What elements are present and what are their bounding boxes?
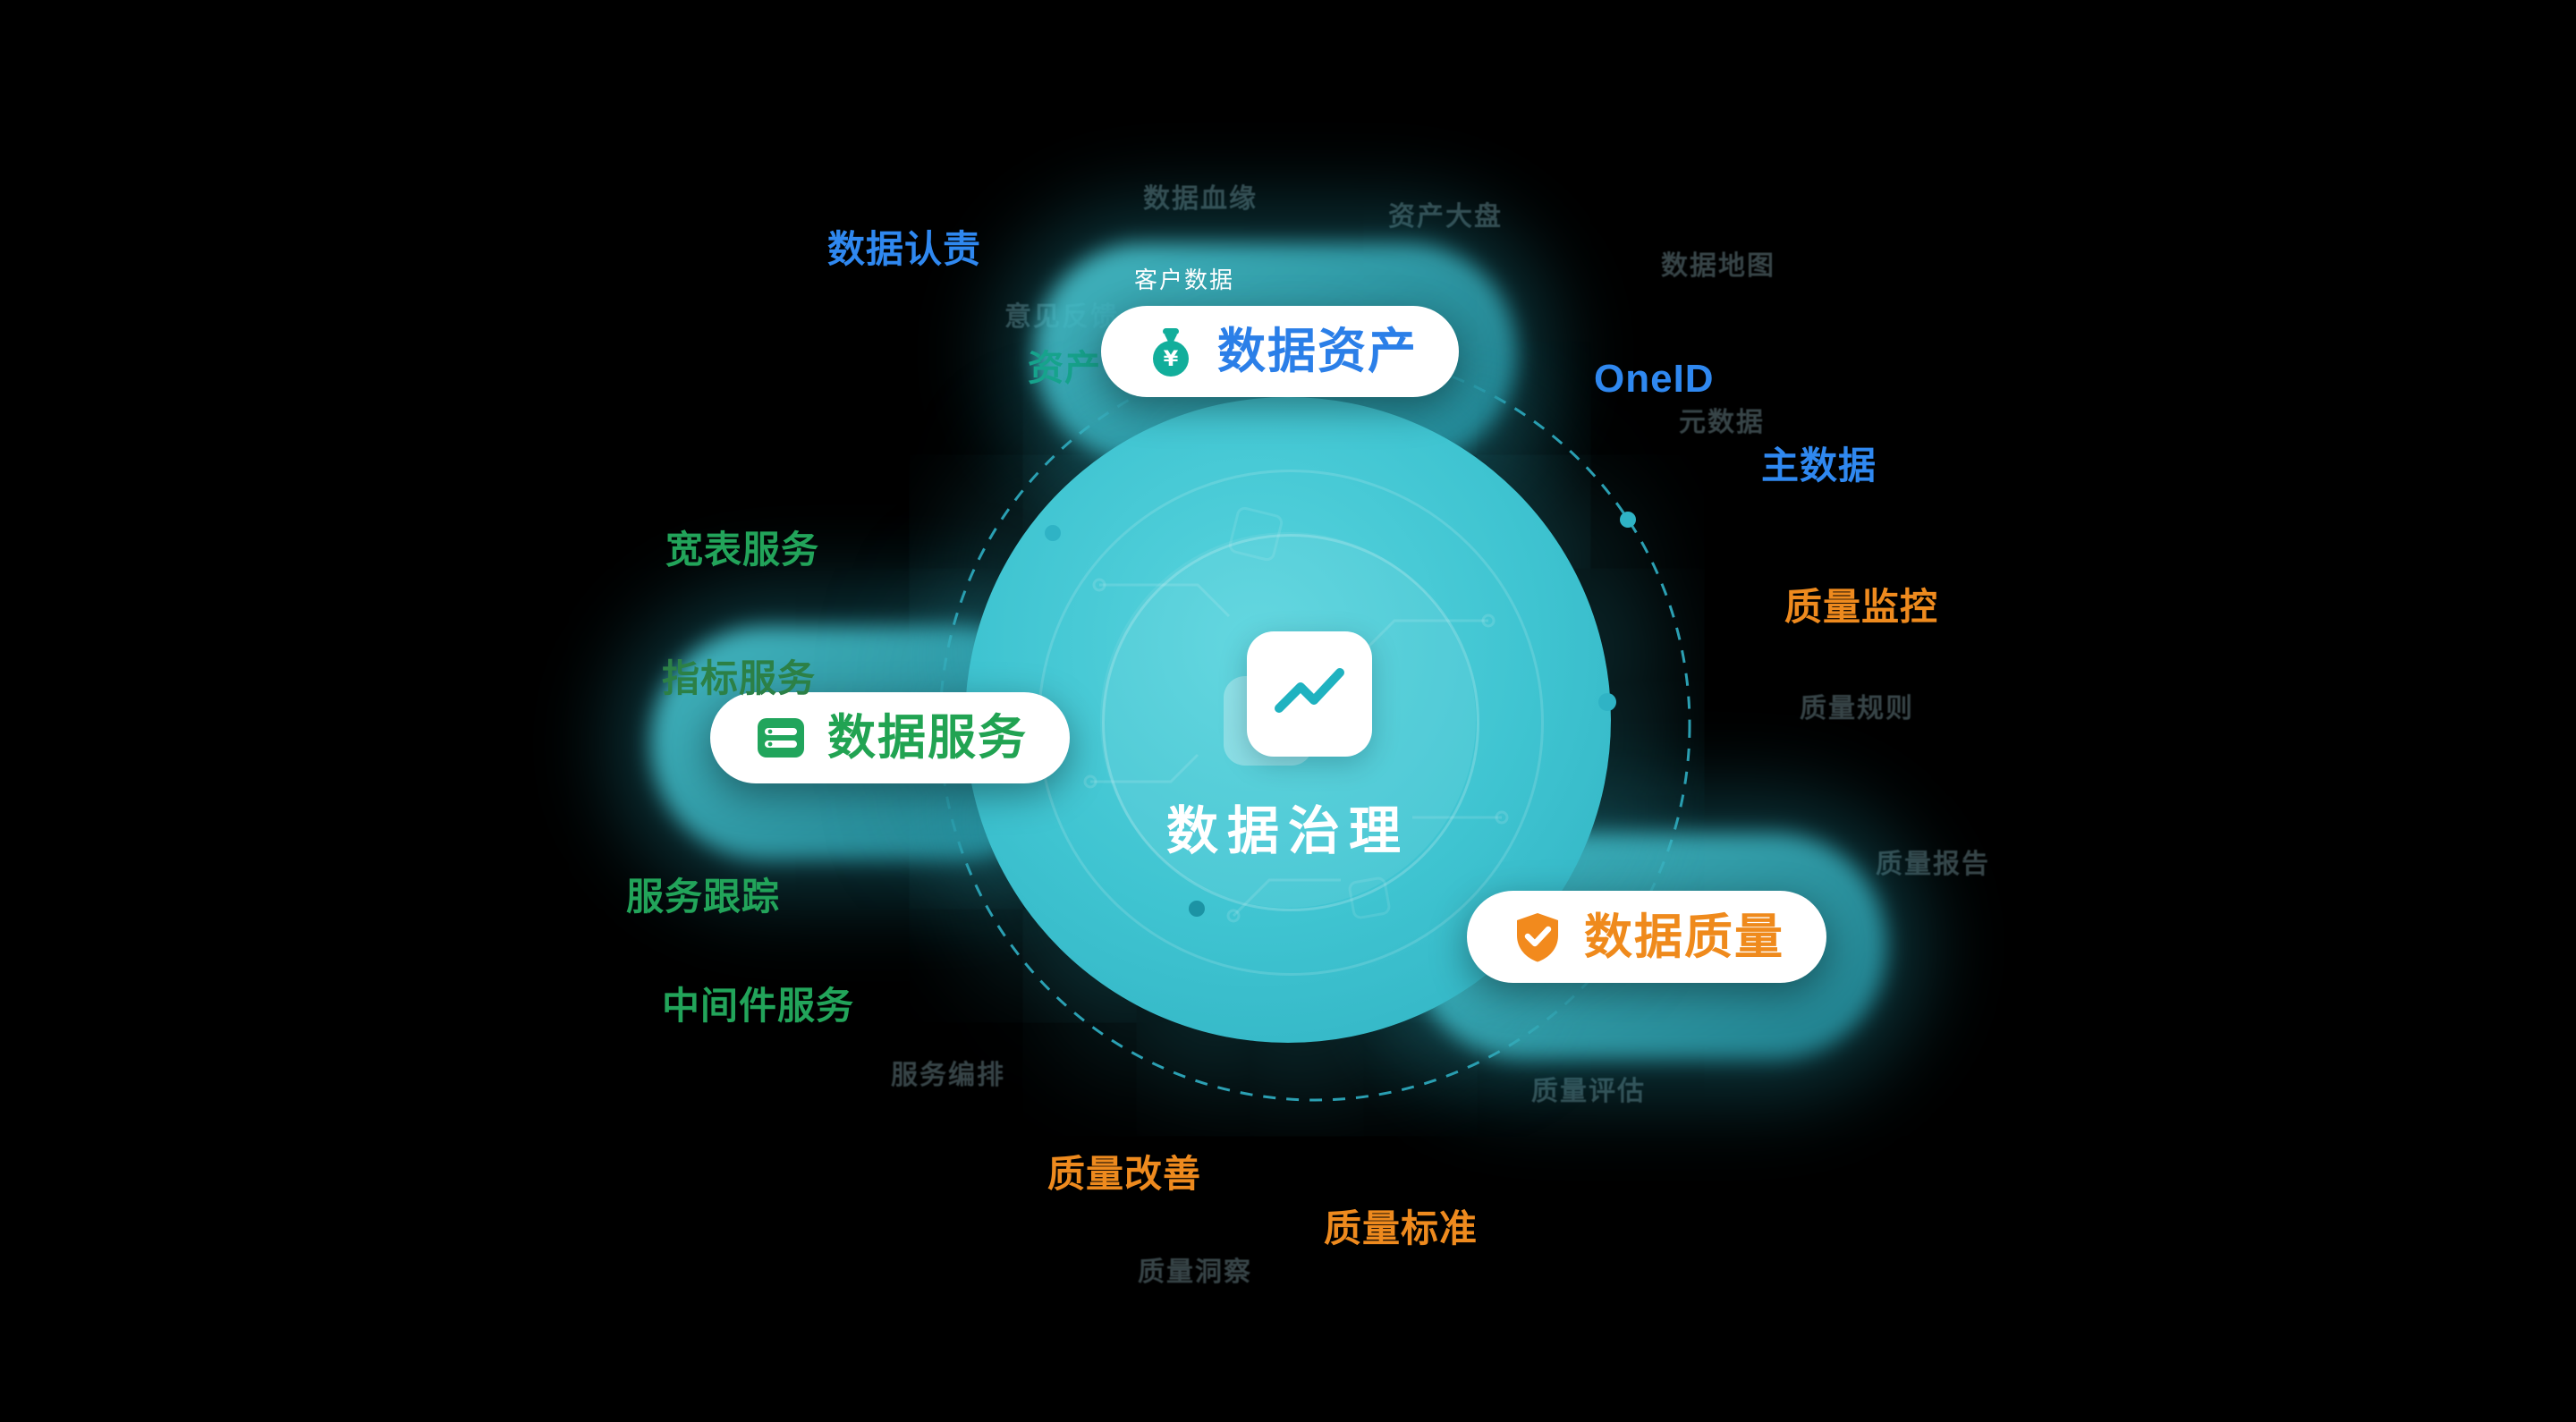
circuit-pattern [1083, 506, 1509, 923]
database-icon [752, 709, 809, 766]
faint-label: 质量洞察 [1138, 1257, 1252, 1287]
label-data-responsibility: 数据认责 [827, 228, 982, 270]
data-services-pill: 数据服务 [710, 692, 1070, 783]
dashed-orbit-circle [938, 349, 1691, 1102]
faint-label: 元数据 [1679, 408, 1765, 437]
faint-label: 质量评估 [1531, 1077, 1646, 1106]
data-services-label: 数据服务 [827, 711, 1028, 765]
trend-check-glyph [1275, 668, 1344, 713]
document-chart-icon [1247, 631, 1372, 757]
label-service-tracking: 服务跟踪 [626, 876, 781, 918]
label-quality-standard: 质量标准 [1324, 1207, 1479, 1249]
label-master-data: 主数据 [1761, 444, 1877, 487]
data-quality-label: 数据质量 [1584, 910, 1784, 964]
svg-text:¥: ¥ [1164, 346, 1179, 371]
inner-ring [1102, 534, 1479, 911]
data-assets-pill: ¥ 数据资产 [1101, 306, 1459, 397]
shield-check-icon [1509, 909, 1566, 966]
label-wide-table-service: 宽表服务 [665, 529, 820, 571]
label-quality-monitoring: 质量监控 [1784, 586, 1939, 628]
label-middleware-service: 中间件服务 [662, 985, 855, 1027]
faint-label: 数据血缘 [1143, 184, 1258, 214]
faint-label: 数据地图 [1661, 251, 1775, 281]
faint-label: 质量规则 [1800, 694, 1914, 724]
label-customer-data: 客户数据 [1134, 267, 1235, 293]
faint-label: 服务编排 [891, 1061, 1005, 1090]
label-quality-improvement: 质量改善 [1047, 1153, 1202, 1195]
label-indicator-service: 指标服务 [662, 657, 817, 699]
data-assets-label: 数据资产 [1217, 325, 1418, 378]
money-bag-icon: ¥ [1142, 323, 1199, 380]
label-oneid: OneID [1594, 357, 1715, 401]
faint-label: 资产大盘 [1388, 202, 1503, 232]
faint-label: 质量报告 [1876, 850, 1990, 879]
data-quality-pill: 数据质量 [1467, 891, 1826, 983]
center-title: 数据治理 [1165, 802, 1411, 860]
label-asset-partial: 资产 [1028, 349, 1101, 388]
